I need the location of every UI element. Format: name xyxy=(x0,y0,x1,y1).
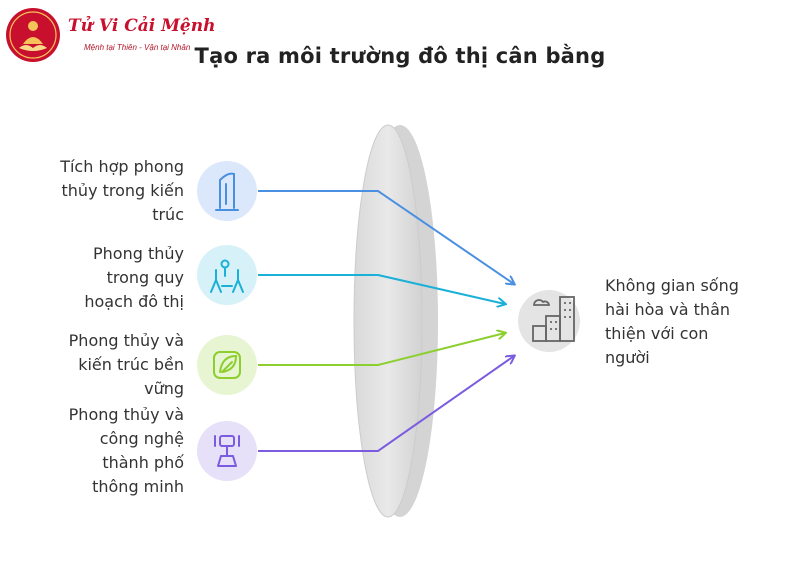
page-title: Tạo ra môi trường đô thị cân bằng xyxy=(194,44,606,68)
output-label: Không gian sống hài hòa và thân thiện vớ… xyxy=(605,276,739,367)
input-label-smart-city: Phong thủy và công nghệ thành phố thông … xyxy=(68,405,184,496)
connector-arrow-4 xyxy=(258,356,514,452)
connector-arrow-2 xyxy=(258,274,505,304)
input-label-sustainable-architecture: Phong thủy và kiến trúc bền vững xyxy=(68,331,184,398)
connector-arrow-3 xyxy=(258,333,505,366)
city-buildings-icon xyxy=(518,290,580,352)
site-logo[interactable]: Tử Vi Cải Mệnh Mệnh tại Thiên - Vận tại … xyxy=(4,4,216,66)
lens-shape xyxy=(353,124,438,518)
smart-city-tower-icon xyxy=(197,421,257,481)
city-planning-icon xyxy=(197,245,257,305)
input-label-urban-planning: Phong thủy trong quy hoạch đô thị xyxy=(84,244,184,311)
buddha-lotus-icon xyxy=(6,8,60,62)
connector-arrow-1 xyxy=(258,190,514,284)
building-icon xyxy=(197,161,257,221)
sustainable-leaf-icon xyxy=(197,335,257,395)
logo-name: Tử Vi Cải Mệnh xyxy=(68,16,216,36)
logo-tagline: Mệnh tại Thiên - Vận tại Nhân xyxy=(84,43,191,52)
input-label-architecture: Tích hợp phong thủy trong kiến trúc xyxy=(60,157,184,224)
